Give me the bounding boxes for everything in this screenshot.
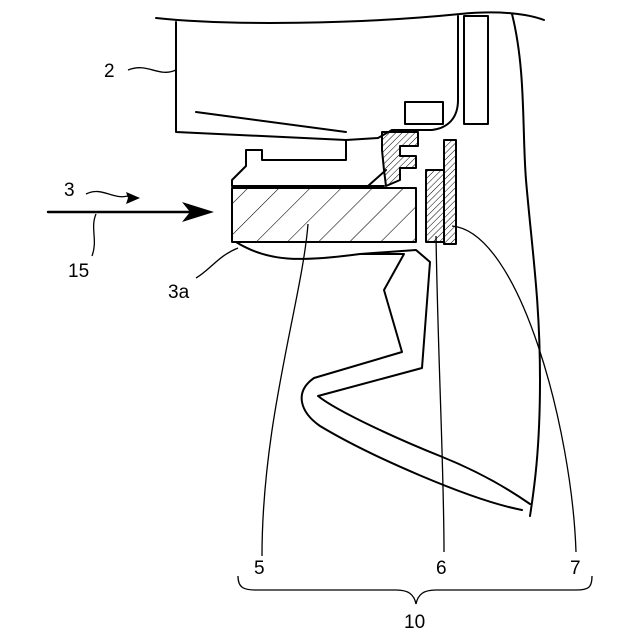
- right-frame-outer: [512, 14, 540, 516]
- block-5: [232, 188, 416, 242]
- element-6: [426, 170, 444, 242]
- label-15: 15: [68, 261, 89, 282]
- f-bracket: [382, 132, 418, 186]
- lower-seal-inner: [302, 254, 522, 510]
- leader-2: [128, 68, 176, 73]
- leader-3a: [196, 248, 238, 278]
- label-3: 3: [64, 180, 75, 201]
- bracket-diagonal: [368, 170, 386, 186]
- upper-housing-top-edge: [156, 12, 544, 23]
- leader-3-arrowhead: [126, 192, 140, 204]
- leader-6: [436, 236, 444, 552]
- label-2: 2: [104, 61, 115, 82]
- label-6: 6: [436, 558, 447, 579]
- leader-7: [452, 226, 576, 552]
- upper-housing-2: [176, 22, 346, 186]
- right-frame-inner: [392, 16, 458, 130]
- leader-15: [92, 214, 96, 256]
- vertical-post: [464, 16, 488, 124]
- element-7: [444, 140, 456, 244]
- label-5: 5: [254, 558, 265, 579]
- upper-housing-inner-lip: [196, 112, 346, 132]
- small-block: [405, 102, 443, 124]
- leader-5: [262, 224, 308, 556]
- brace-10: [238, 576, 592, 604]
- lower-seal-profile: [236, 242, 530, 504]
- leader-3: [86, 191, 128, 196]
- label-3a: 3a: [168, 282, 190, 303]
- label-10: 10: [404, 612, 425, 633]
- label-7: 7: [570, 558, 581, 579]
